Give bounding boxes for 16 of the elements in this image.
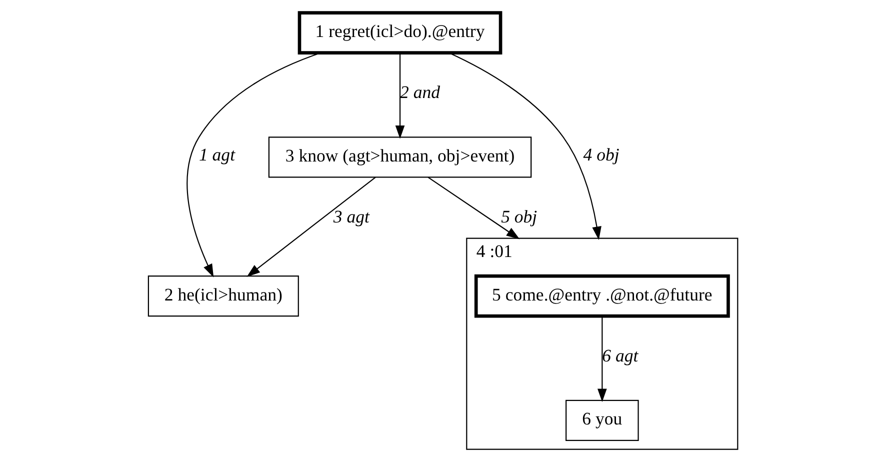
- edge-label: 3 agt: [333, 206, 370, 227]
- arrow: [598, 316, 607, 402]
- edge-label: 1 agt: [198, 144, 236, 164]
- node-box: 5 come.@entry .@not.@future: [474, 274, 730, 318]
- arrow: [448, 52, 602, 240]
- arrow: [395, 53, 405, 139]
- node-box: 6 you: [566, 400, 639, 441]
- arrow: [246, 176, 376, 277]
- edge-label: 4 obj: [583, 144, 620, 164]
- edge-label: 2 and: [400, 82, 440, 102]
- arrow: [428, 176, 520, 240]
- node-box: 3 know (agt>human, obj>event): [268, 136, 532, 178]
- edge-label: 5 obj: [501, 206, 538, 227]
- node-box: 1 regret(icl>do).@entry: [298, 11, 502, 54]
- edge-label: 6 agt: [602, 345, 638, 366]
- node-box: 2 he(icl>human): [148, 275, 299, 317]
